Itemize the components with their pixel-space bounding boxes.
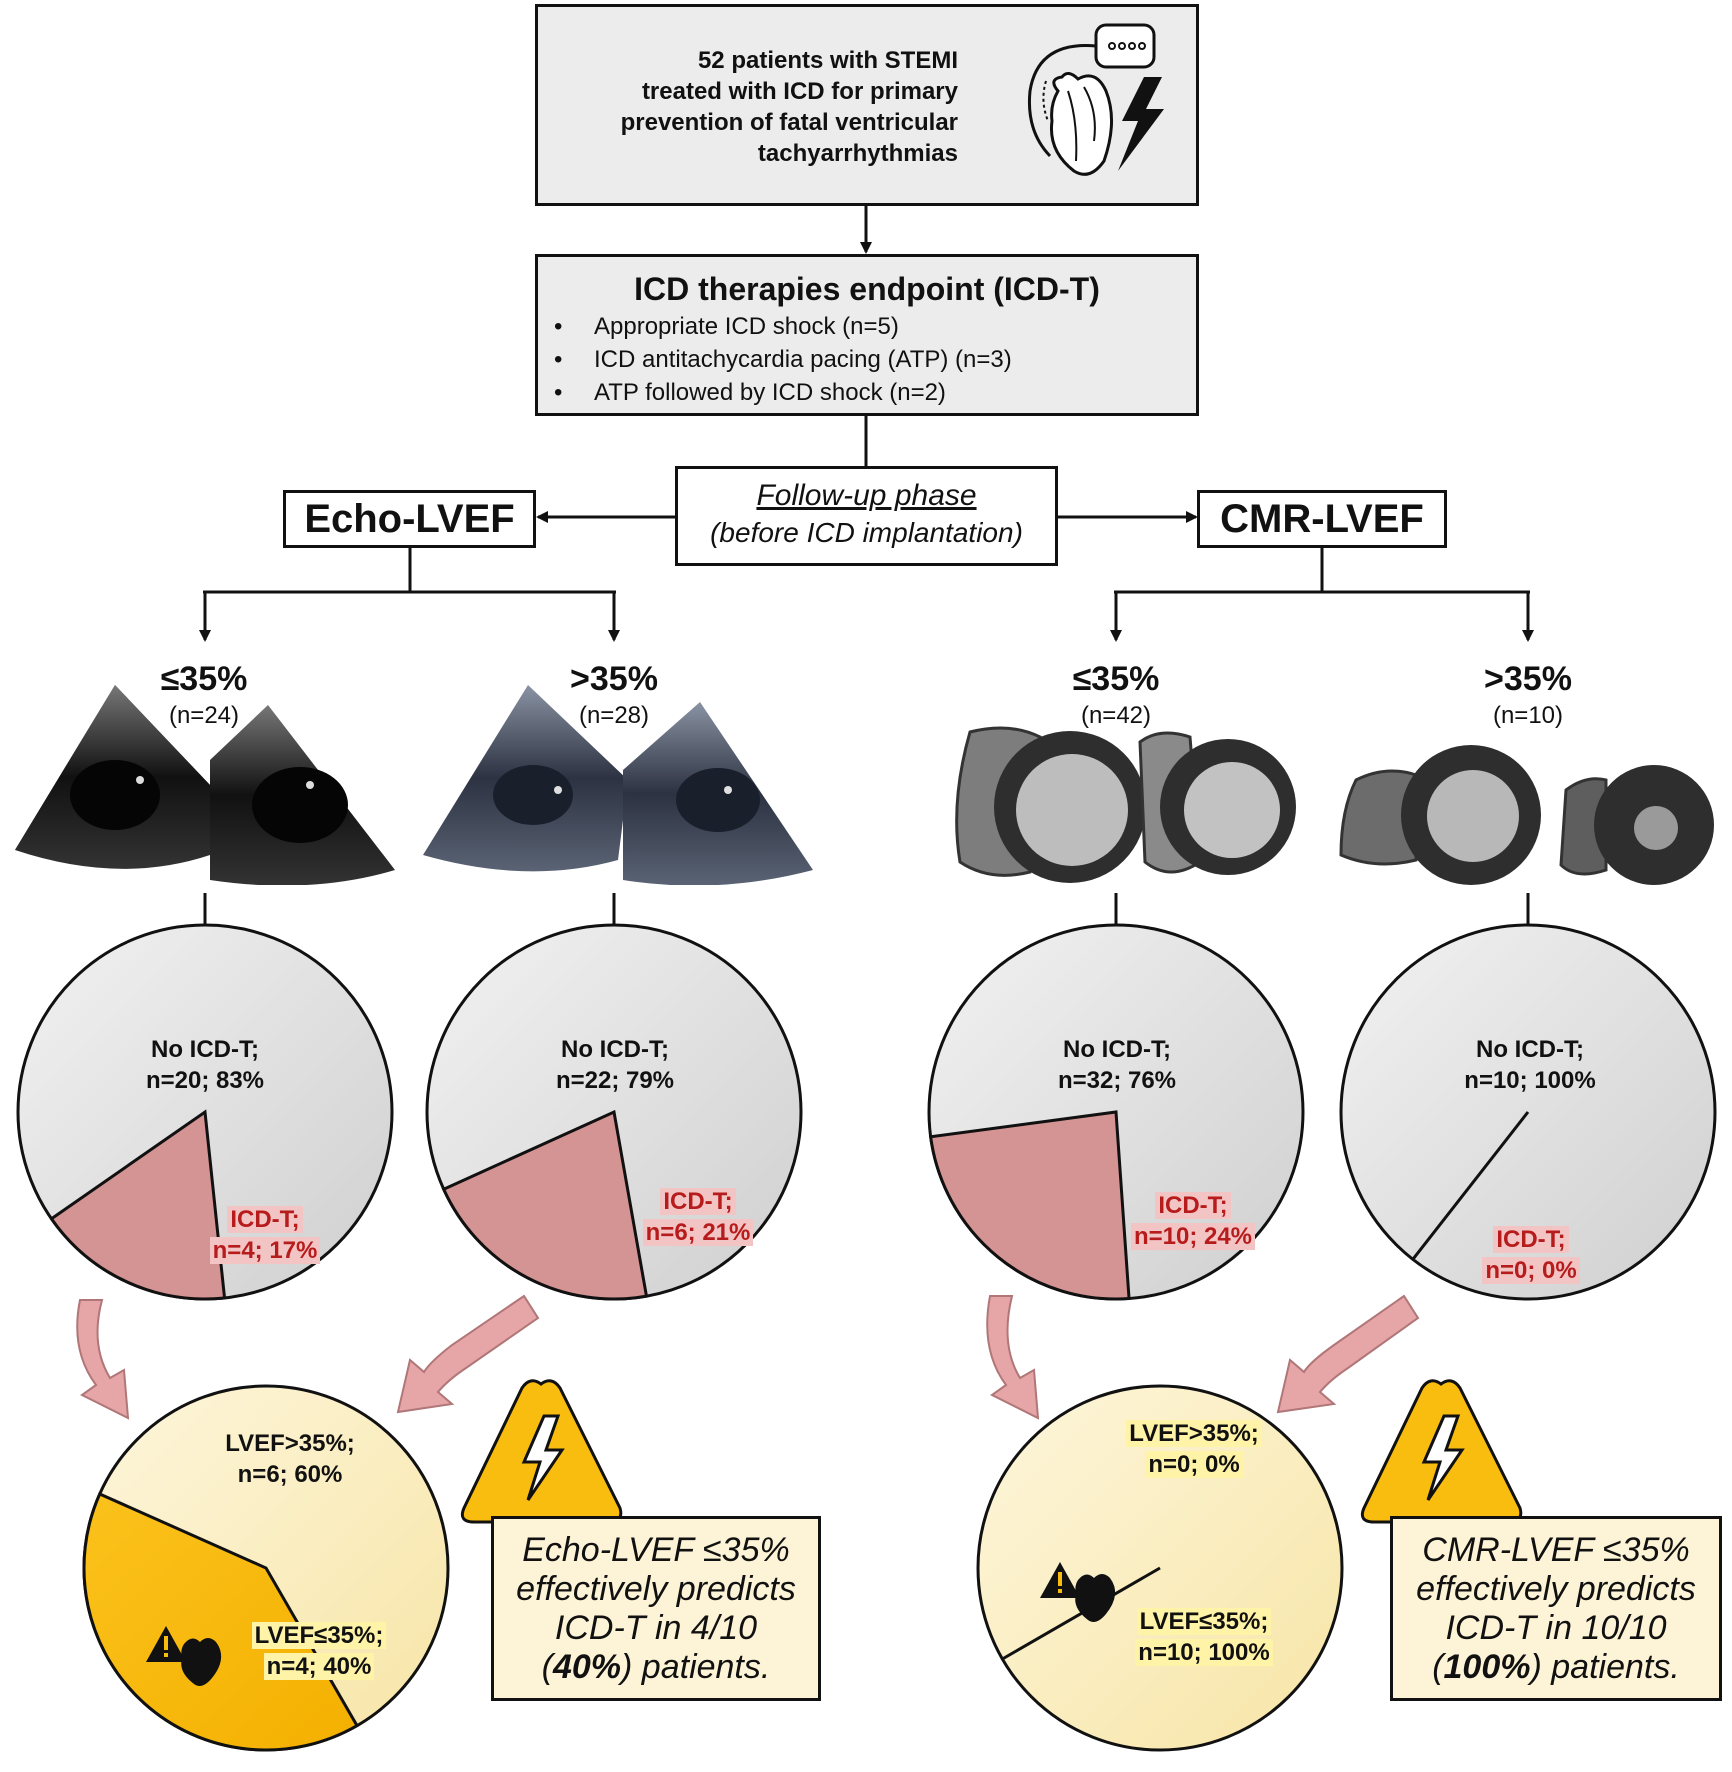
bullet-1: • (554, 313, 563, 340)
cmr-outcome-b-value: n=10; 100% (1135, 1639, 1273, 1666)
cmr-low-yes-value: n=10; 24% (1130, 1223, 1256, 1250)
echo-outcome-pie-slice (82, 1491, 360, 1752)
echo-image-high (423, 685, 813, 885)
cmr-low-no-label: No ICD-T; (1063, 1036, 1171, 1063)
cmr-conclusion-line3: ICD-T in 10/10 (1445, 1608, 1667, 1647)
echo-lvef-header: Echo-LVEF (283, 490, 536, 548)
echo-conclusion-line3: ICD-T in 4/10 (554, 1608, 758, 1647)
cmr-conclusion-line1: CMR-LVEF ≤35% (1422, 1530, 1690, 1569)
heart-with-icd-icon (1027, 23, 1164, 176)
followup-subtitle: (before ICD implantation) (710, 517, 1023, 548)
endpoint-item-2: ICD antitachycardia pacing (ATP) (n=3) (594, 346, 1012, 373)
echo-conclusion-bold: 40% (552, 1647, 622, 1686)
endpoint-box: ICD therapies endpoint (ICD-T) • • • App… (535, 254, 1199, 416)
echo-conclusion-line1: Echo-LVEF ≤35% (522, 1530, 790, 1569)
bullet-3: • (554, 379, 563, 406)
cmr-high-yes-value: n=0; 0% (1482, 1257, 1580, 1284)
echo-outcome-a-value: n=6; 60% (237, 1461, 343, 1488)
warning-icon-echo (460, 1379, 623, 1524)
cmr-low-pct: ≤35% (1072, 660, 1160, 698)
echo-low-n: (n=24) (168, 702, 240, 729)
echo-conclusion-box: Echo-LVEF ≤35% effectively predicts ICD-… (491, 1516, 821, 1701)
cmr-outcome-a-label: LVEF>35%; (1126, 1420, 1262, 1447)
population-line-4: tachyarrhythmias (757, 140, 958, 167)
cmr-conclusion-box: CMR-LVEF ≤35% effectively predicts ICD-T… (1390, 1516, 1722, 1701)
echo-image-low (15, 685, 395, 885)
cmr-high-no-value: n=10; 100% (1464, 1067, 1596, 1094)
echo-high-yes-value: n=6; 21% (642, 1219, 754, 1246)
cmr-outcome-b-label: LVEF≤35%; (1136, 1608, 1272, 1635)
cmr-conclusion-line2: effectively predicts (1416, 1569, 1696, 1608)
cmr-high-n: (n=10) (1492, 702, 1564, 729)
cmr-lvef-header: CMR-LVEF (1197, 490, 1447, 548)
followup-title: Follow-up phase (756, 479, 977, 512)
endpoint-title: ICD therapies endpoint (ICD-T) (634, 271, 1100, 307)
echo-high-n: (n=28) (578, 702, 650, 729)
echo-low-no-label: No ICD-T; (151, 1036, 259, 1063)
cmr-high-yes-label: ICD-T; (1493, 1226, 1569, 1253)
pink-arrows (76, 1294, 1420, 1420)
cmr-image-low (955, 726, 1296, 883)
echo-low-yes-label: ICD-T; (227, 1206, 303, 1233)
cmr-outcome-a-value: n=0; 0% (1145, 1451, 1243, 1478)
population-line-2: treated with ICD for primary (641, 78, 958, 105)
cmr-low-n: (n=42) (1080, 702, 1152, 729)
bullet-2: • (554, 346, 563, 373)
heart-warning-icon-echo (146, 1626, 222, 1686)
echo-conclusion-line2: effectively predicts (516, 1569, 796, 1608)
echo-outcome-b-value: n=4; 40% (263, 1653, 375, 1680)
echo-low-pie-slice (49, 1109, 227, 1301)
endpoint-item-3: ATP followed by ICD shock (n=2) (594, 379, 946, 406)
echo-outcome-b-label: LVEF≤35%; (251, 1622, 387, 1649)
cmr-conclusion-bold: 100% (1443, 1647, 1531, 1686)
echo-conclusion-line4: ) patients. (621, 1647, 771, 1686)
echo-high-no-value: n=22; 79% (555, 1067, 675, 1094)
population-line-3: prevention of fatal ventricular (620, 109, 958, 136)
cmr-low-yes-label: ICD-T; (1155, 1192, 1231, 1219)
endpoint-item-1: Appropriate ICD shock (n=5) (594, 313, 899, 340)
echo-high-yes-label: ICD-T; (660, 1188, 736, 1215)
cmr-high-pct: >35% (1484, 660, 1572, 698)
echo-high-pie-slice (441, 1109, 649, 1301)
warning-icon-cmr (1360, 1379, 1523, 1524)
cmr-conclusion-line4: ) patients. (1530, 1647, 1680, 1686)
cmr-image-high (1339, 745, 1714, 885)
population-line-1: 52 patients with STEMI (697, 47, 958, 74)
heart-warning-icon-cmr (1040, 1562, 1116, 1622)
echo-high-no-label: No ICD-T; (561, 1036, 669, 1063)
followup-box: Follow-up phase (before ICD implantation… (675, 466, 1058, 566)
echo-outcome-a-label: LVEF>35%; (225, 1430, 355, 1457)
echo-low-yes-value: n=4; 17% (209, 1237, 321, 1264)
cmr-high-pie-slice-line (1411, 1111, 1530, 1261)
cmr-high-no-label: No ICD-T; (1476, 1036, 1584, 1063)
cmr-low-pie-slice (928, 1110, 1131, 1301)
echo-high-pct: >35% (570, 660, 658, 698)
study-population-box: 52 patients with STEMI treated with ICD … (535, 4, 1199, 206)
cmr-low-no-value: n=32; 76% (1057, 1067, 1177, 1094)
echo-low-no-value: n=20; 83% (145, 1067, 265, 1094)
echo-low-pct: ≤35% (160, 660, 248, 698)
